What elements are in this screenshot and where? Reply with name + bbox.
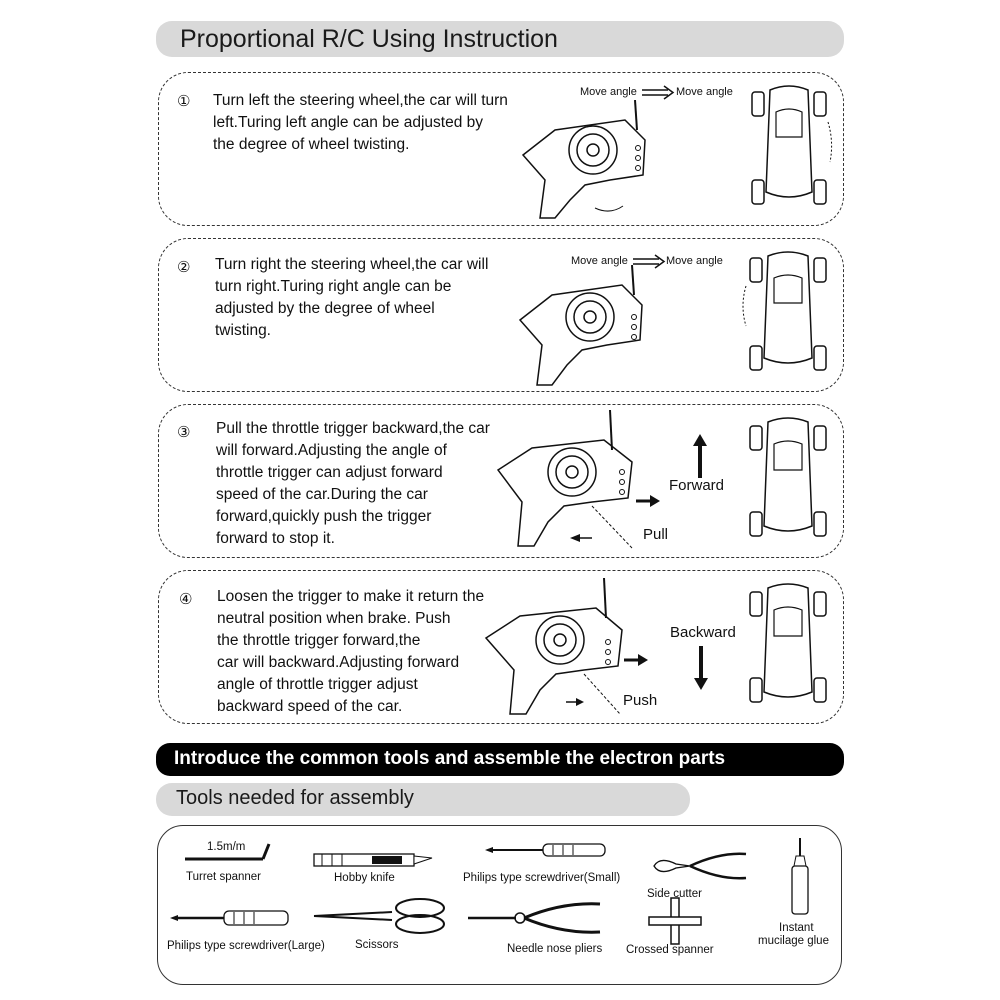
down-arrow-icon: [693, 646, 709, 690]
step-3-text: Pull the throttle trigger backward,the c…: [216, 418, 490, 550]
step-3-line-6: forward to stop it.: [216, 528, 490, 550]
needle-nose-label: Needle nose pliers: [507, 943, 602, 955]
page-title: Proportional R/C Using Instruction: [180, 25, 558, 54]
tools-section-title: Tools needed for assembly: [176, 787, 414, 810]
forward-label: Forward: [669, 477, 724, 494]
step-3-line-2: will forward.Adjusting the angle of: [216, 440, 490, 462]
needle-nose-pliers-icon: [466, 898, 604, 938]
hobby-knife-label: Hobby knife: [334, 872, 395, 884]
turret-spanner-icon: [183, 842, 273, 864]
step-1-line-3: the degree of wheel twisting.: [213, 134, 508, 156]
up-arrow-icon: [692, 434, 708, 478]
electron-section-title: Introduce the common tools and assemble …: [174, 748, 725, 770]
crossed-spanner-icon: [643, 896, 707, 946]
step-3-number: ③: [177, 423, 190, 441]
step-1-text: Turn left the steering wheel,the car wil…: [213, 90, 508, 156]
transmitter-icon: [492, 410, 642, 552]
step-1-move-angle-right: Move angle: [676, 86, 733, 98]
scissors-icon: [312, 896, 452, 936]
turret-spanner-label: Turret spanner: [186, 871, 261, 883]
right-arrow-icon: [636, 494, 662, 508]
step-3-line-4: speed of the car.During the car: [216, 484, 490, 506]
step-2-move-angle-right: Move angle: [666, 255, 723, 267]
electron-section-header: Introduce the common tools and assemble …: [156, 743, 844, 776]
crossed-spanner-label: Crossed spanner: [626, 944, 714, 956]
step-4-line-6: backward speed of the car.: [217, 696, 484, 718]
glue-bottle-icon: [786, 836, 814, 916]
step-1-number: ①: [177, 92, 190, 110]
side-cutter-icon: [650, 848, 750, 884]
step-2-line-3: adjusted by the degree of wheel: [215, 298, 488, 320]
car-topview-icon: [748, 82, 838, 218]
step-2-line-4: twisting.: [215, 320, 488, 342]
step-2-line-1: Turn right the steering wheel,the car wi…: [215, 254, 488, 276]
step-4-number: ④: [179, 590, 192, 608]
glue-label-line-1: Instant: [779, 922, 814, 934]
step-4-line-1: Loosen the trigger to make it return the: [217, 586, 484, 608]
hobby-knife-icon: [312, 850, 436, 870]
screwdriver-small-icon: [483, 840, 613, 860]
tools-section-header: Tools needed for assembly: [156, 783, 690, 816]
step-4-line-5: angle of throttle trigger adjust: [217, 674, 484, 696]
page-title-bar: Proportional R/C Using Instruction: [156, 21, 844, 57]
push-label: Push: [623, 692, 657, 709]
car-topview-icon: [744, 412, 834, 550]
right-arrow-icon: [624, 653, 650, 667]
scissors-label: Scissors: [355, 939, 398, 951]
step-3-line-5: forward,quickly push the trigger: [216, 506, 490, 528]
step-4-line-4: car will backward.Adjusting forward: [217, 652, 484, 674]
philips-small-label: Philips type screwdriver(Small): [463, 872, 620, 884]
step-3-line-3: throttle trigger can adjust forward: [216, 462, 490, 484]
step-2-line-2: turn right.Turing right angle can be: [215, 276, 488, 298]
pull-label: Pull: [643, 526, 668, 543]
step-4-line-3: the throttle trigger forward,the: [217, 630, 484, 652]
glue-label-line-2: mucilage glue: [758, 935, 829, 947]
backward-label: Backward: [670, 624, 736, 641]
step-2-number: ②: [177, 258, 190, 276]
screwdriver-large-icon: [168, 908, 292, 928]
step-4-line-2: neutral position when brake. Push: [217, 608, 484, 630]
step-1-move-angle-left: Move angle: [580, 86, 637, 98]
step-3-line-1: Pull the throttle trigger backward,the c…: [216, 418, 490, 440]
transmitter-icon: [480, 578, 630, 718]
transmitter-icon: [512, 265, 652, 387]
car-topview-icon: [742, 246, 834, 384]
transmitter-icon: [515, 100, 655, 220]
step-2-text: Turn right the steering wheel,the car wi…: [215, 254, 488, 342]
step-1-line-2: left.Turing left angle can be adjusted b…: [213, 112, 508, 134]
step-4-text: Loosen the trigger to make it return the…: [217, 586, 484, 718]
car-topview-icon: [744, 578, 834, 716]
step-1-line-1: Turn left the steering wheel,the car wil…: [213, 90, 508, 112]
philips-large-label: Philips type screwdriver(Large): [167, 940, 325, 952]
